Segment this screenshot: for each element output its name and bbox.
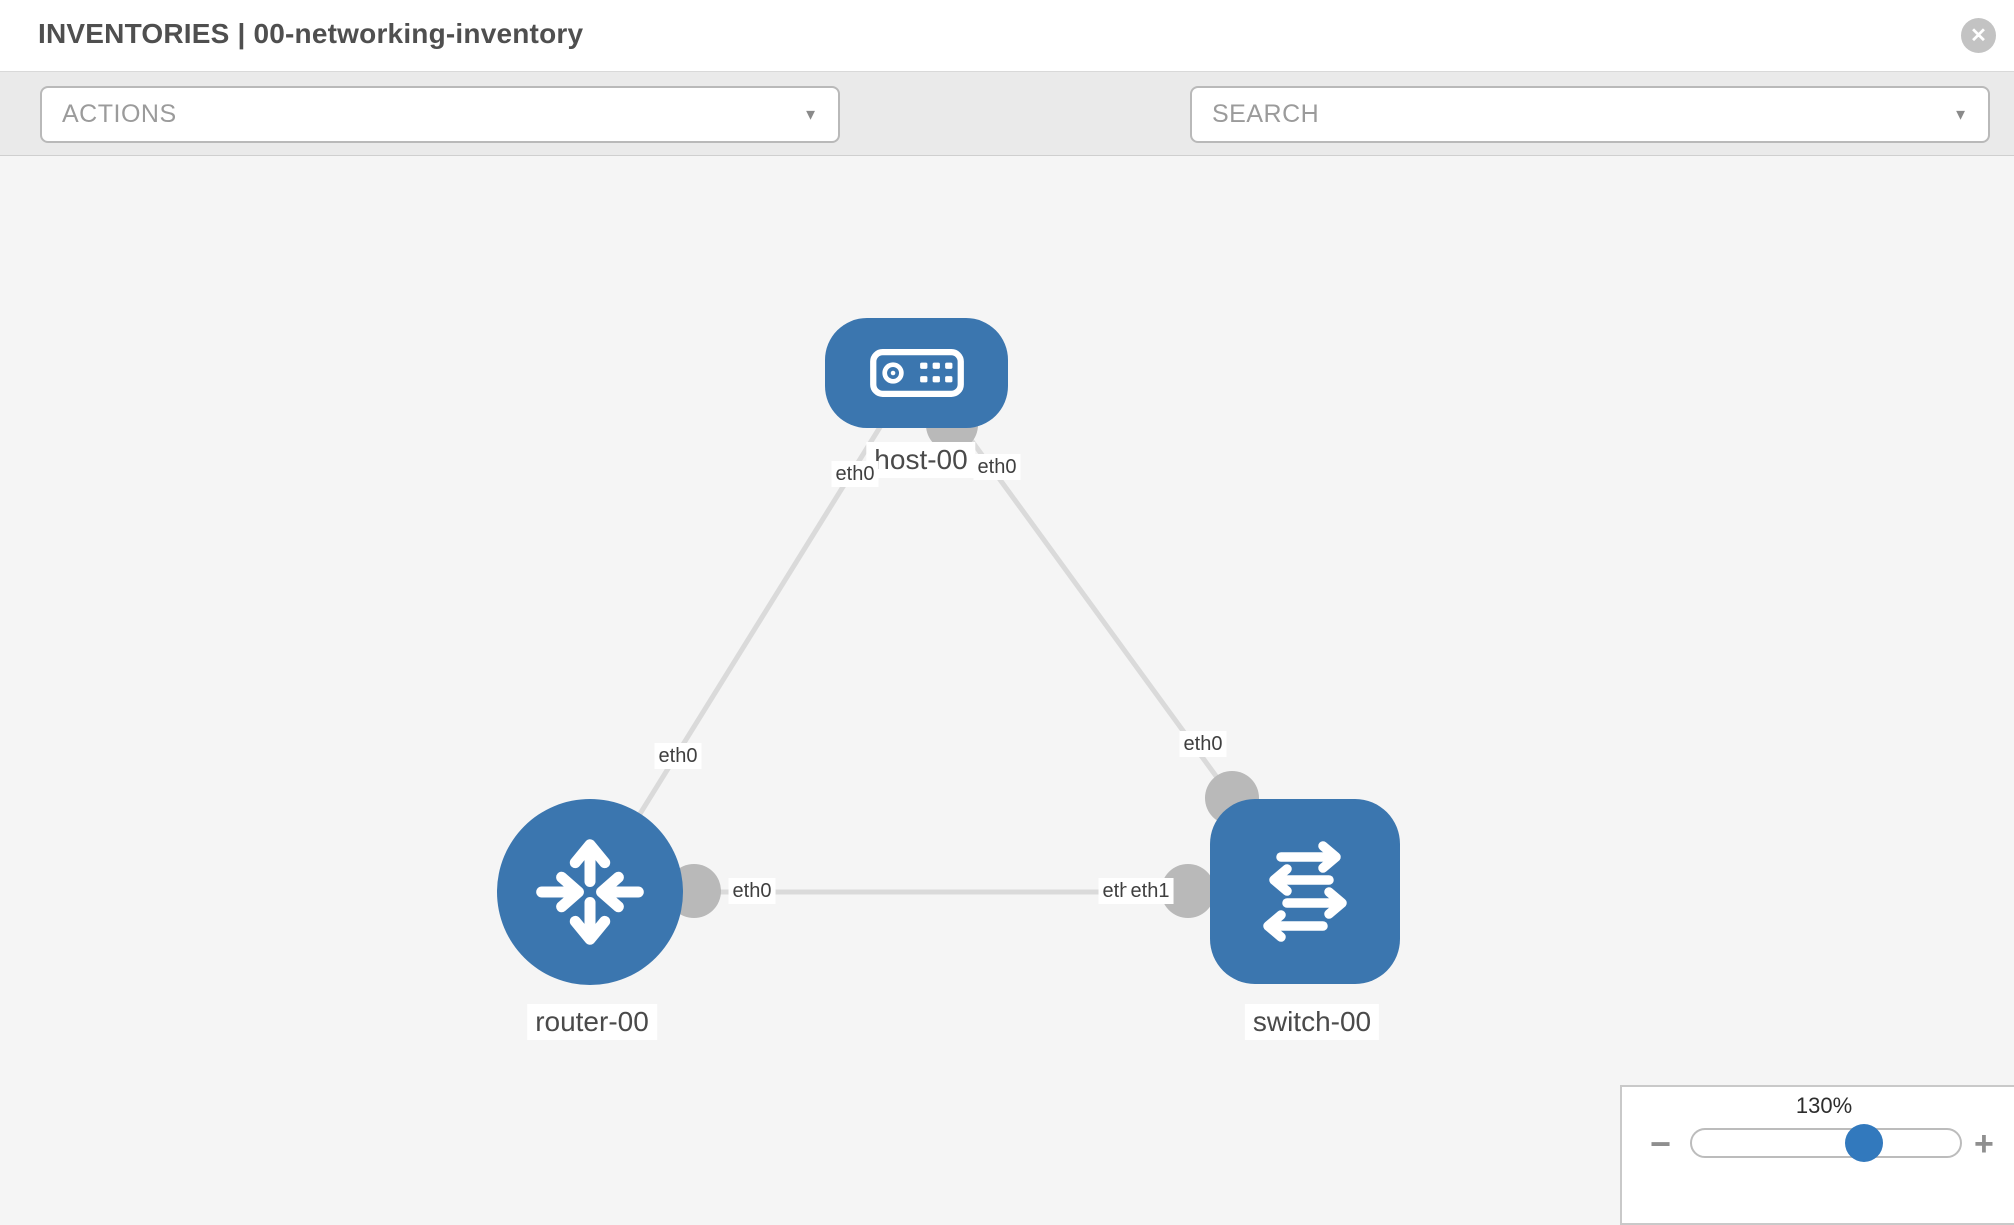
header-bar: INVENTORIES | 00-networking-inventory ✕: [0, 0, 2014, 72]
zoom-level-label: 130%: [1795, 1093, 1853, 1118]
search-dropdown-label: SEARCH: [1212, 100, 1320, 128]
node-switch[interactable]: [1210, 799, 1400, 984]
chevron-down-icon: ▼: [1953, 106, 1968, 123]
router-icon: [536, 839, 644, 945]
close-glyph: ✕: [1970, 25, 1987, 47]
node-host[interactable]: [825, 318, 1008, 428]
if-label-router-right: eth0: [728, 878, 776, 904]
node-router[interactable]: [497, 799, 683, 985]
host-icon: [869, 349, 964, 397]
actions-dropdown[interactable]: ACTIONS ▼: [40, 86, 840, 143]
switch-icon: [1263, 840, 1347, 942]
search-dropdown[interactable]: SEARCH ▼: [1190, 86, 1990, 143]
node-label-host: host-00: [866, 442, 976, 479]
node-label-router: router-00: [527, 1004, 657, 1041]
if-label-host-left: eth0: [831, 461, 879, 487]
chevron-down-icon: ▼: [803, 106, 818, 123]
zoom-slider-track[interactable]: [1690, 1128, 1962, 1158]
toolbar: ACTIONS ▼ SEARCH ▼: [0, 72, 2014, 204]
actions-dropdown-label: ACTIONS: [62, 100, 177, 128]
if-label-router-upper: eth0: [654, 743, 702, 769]
zoom-in-button[interactable]: +: [1974, 1125, 1994, 1163]
topology-canvas[interactable]: host-00 router-00 switch-00 eth0 eth0 et…: [0, 156, 2014, 1200]
if-label-switch-upper: eth0: [1179, 731, 1227, 757]
zoom-slider-thumb[interactable]: [1845, 1124, 1883, 1162]
close-icon[interactable]: ✕: [1961, 18, 1996, 53]
page-title: INVENTORIES | 00-networking-inventory: [38, 18, 584, 49]
node-label-switch: switch-00: [1244, 1004, 1380, 1041]
topology-edges: [600, 409, 1250, 895]
if-label-switch-left-over: eth1: [1126, 878, 1174, 904]
zoom-out-button[interactable]: −: [1650, 1123, 1672, 1164]
zoom-panel: 130% − +: [1620, 1085, 2014, 1225]
if-label-host-right: eth0: [973, 454, 1021, 480]
